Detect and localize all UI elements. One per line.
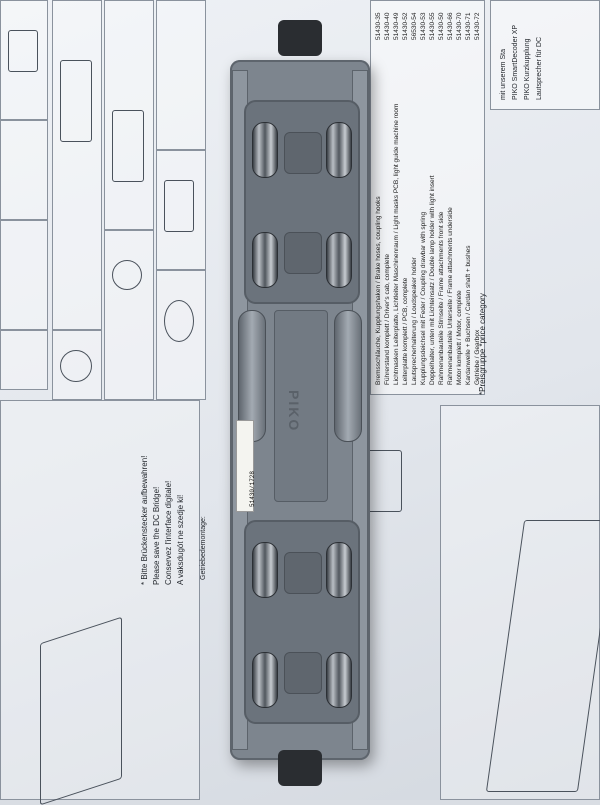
wheel	[252, 232, 278, 288]
parts-table-row-number: 51430-66	[447, 12, 454, 40]
brand-logo: PIKO	[286, 390, 302, 433]
parts-sketch-icon	[164, 180, 194, 232]
parts-sketch-icon	[60, 60, 92, 142]
wheel	[326, 652, 352, 708]
parts-table-row-number: 51430-49	[393, 12, 400, 40]
parts-cell	[0, 220, 48, 330]
wheel-set-icon	[164, 300, 194, 342]
parts-table-row-number: 51430-72	[474, 12, 481, 40]
parts-table-row-number: 51430-70	[456, 12, 463, 40]
parts-table-row-desc: Rahmenanbauteile Unterseite / Frame atta…	[447, 207, 454, 385]
header-line: Lautsprecher für DC	[536, 36, 543, 100]
wheel	[252, 122, 278, 178]
parts-cell	[52, 0, 102, 330]
gear-housing	[284, 232, 322, 274]
rear-bogie	[244, 520, 360, 724]
parts-sketch-icon	[112, 110, 144, 182]
center-plate	[274, 310, 328, 502]
wheel	[326, 122, 352, 178]
parts-table-row-desc: Bremsschläuche, Kupplungshaken / Brake h…	[375, 196, 382, 385]
parts-table-row-desc: Lichtmasken Leiterplatte, Lichtleiter Ma…	[393, 103, 400, 385]
serial-sticker-text: 51430/1728	[249, 470, 256, 507]
parts-table-row-number: 51430-35	[375, 12, 382, 40]
parts-table-row-number: 51430-52	[402, 12, 409, 40]
header-line: PIKO Kurzkupplung	[524, 38, 531, 100]
parts-table	[370, 0, 485, 395]
parts-cell	[0, 120, 48, 220]
parts-sketch-icon	[8, 30, 38, 72]
wheel	[326, 232, 352, 288]
parts-table-row-desc: Motor komplett / Motor, complete	[456, 290, 463, 385]
parts-table-row-number: 56530-54	[411, 12, 418, 40]
parts-table-row-desc: Doppelhalter, unten mit Lichteinsatz / D…	[429, 175, 436, 385]
parts-table-row-desc: Kardanwelle + Buchsen / Cardan shaft + b…	[465, 245, 472, 385]
dc-bridge-note-de: * Bitte Brückenstecker aufbewahren!	[140, 455, 149, 585]
parts-table-row-number: 51430-55	[429, 12, 436, 40]
parts-table-row-desc: Rahmenanbauteile Stirnseite / Frame atta…	[438, 211, 445, 385]
loco-drawing-icon	[40, 616, 122, 805]
header-box	[490, 0, 600, 110]
assembly-diagram	[440, 405, 600, 800]
header-line: PIKO SmartDecoder XP	[512, 24, 519, 100]
fuel-tank	[334, 310, 362, 442]
front-bogie	[244, 100, 360, 304]
dc-bridge-note-fr: Conservez l'interface digitale!	[164, 480, 173, 585]
parts-table-row-desc: Leiterplatte komplett / PCB, complete	[402, 277, 409, 385]
parts-cell	[104, 230, 154, 400]
parts-table-row-number: 51430-71	[465, 12, 472, 40]
serial-sticker: 51430/1728	[236, 420, 256, 512]
wheel	[326, 542, 352, 598]
parts-table-row-number: 51430-40	[384, 12, 391, 40]
parts-table-row-number: 51430-50	[438, 12, 445, 40]
parts-cell	[156, 150, 206, 270]
locomotive-underside: PIKO 51430/1728	[230, 60, 370, 760]
gear-housing	[284, 132, 322, 174]
parts-table-row-desc: Kupplungsdeichsel mit Feder / Coupling d…	[420, 211, 427, 385]
parts-cell	[0, 330, 48, 390]
front-coupler	[278, 20, 322, 56]
parts-table-row-number: 51430-53	[420, 12, 427, 40]
wheel	[252, 542, 278, 598]
dc-bridge-note-hu: A vaksdugót ne szedje ki!	[176, 494, 185, 585]
gear-housing	[284, 552, 322, 594]
wheel-set-icon	[112, 260, 142, 290]
rear-coupler	[278, 750, 322, 786]
lower-left-panel	[0, 400, 200, 800]
wheel-set-icon	[60, 350, 92, 382]
dc-bridge-note-en: Please save the DC Bridge!	[152, 486, 161, 585]
wheel	[252, 652, 278, 708]
parts-table-row-desc: Lautsprecherhalterung / Loudspeaker hold…	[411, 257, 418, 385]
price-category-note: *Preisgruppe *price category	[478, 293, 487, 395]
gear-housing	[284, 652, 322, 694]
gearbox-note: Getriebedemontage:	[200, 516, 207, 580]
parts-cell	[156, 0, 206, 150]
parts-table-row-desc: Führerstand komplett / Driver's cab, com…	[384, 254, 391, 385]
header-line: mit unserem Sta	[500, 49, 507, 100]
